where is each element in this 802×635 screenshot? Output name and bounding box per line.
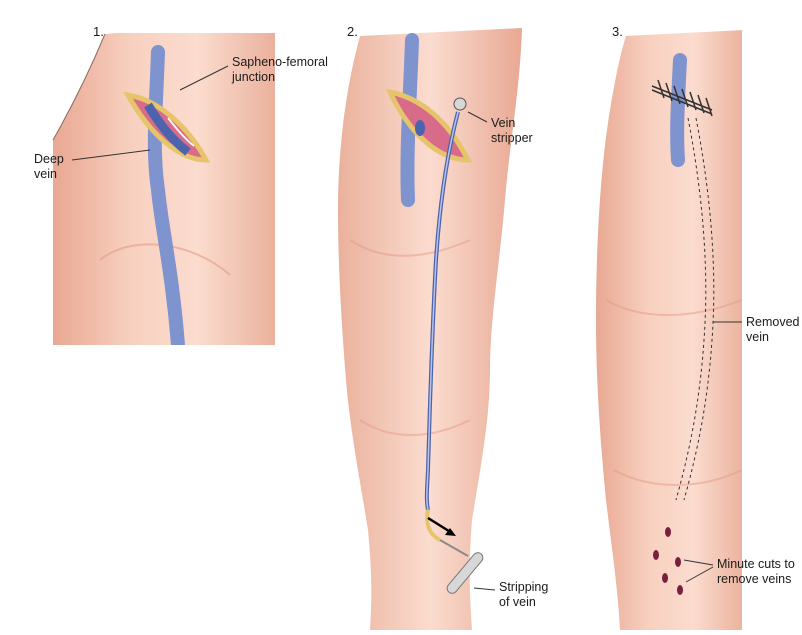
label-minute-cuts: Minute cuts to remove veins bbox=[717, 557, 802, 587]
step-1-number: 1. bbox=[93, 24, 104, 39]
leg-3 bbox=[596, 30, 745, 630]
step-2-number: 2. bbox=[347, 24, 358, 39]
label-removed-vein: Removed vein bbox=[746, 315, 802, 345]
label-deep-vein: Deep vein bbox=[34, 152, 64, 182]
label-vein-stripper: Vein stripper bbox=[491, 116, 533, 146]
label-sapheno-femoral-junction: Sapheno-femoral junction bbox=[232, 55, 328, 85]
label-stripping-of-vein: Stripping of vein bbox=[499, 580, 548, 610]
step-3-number: 3. bbox=[612, 24, 623, 39]
stripper-head bbox=[454, 98, 466, 110]
panel-3 bbox=[596, 30, 745, 630]
